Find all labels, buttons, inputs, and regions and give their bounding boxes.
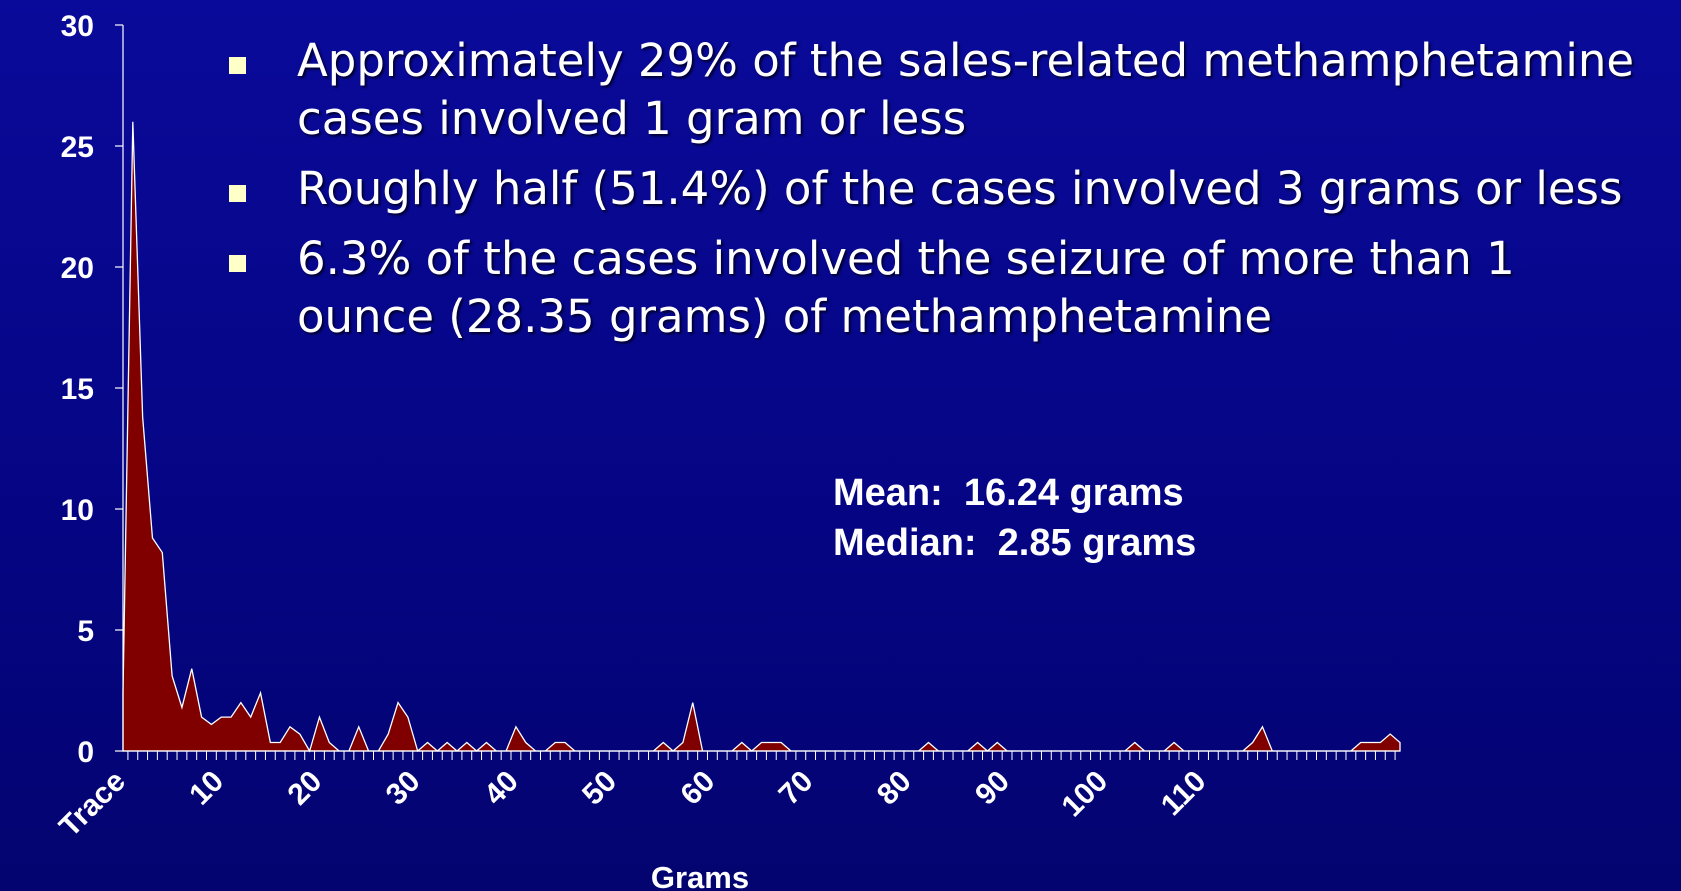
y-tick-label: 10 [61,494,94,527]
x-tick-label: 100 [1056,765,1115,824]
median-stat: Median: 2.85 grams [833,522,1197,564]
square-bullet-icon [229,185,246,202]
bullet-text: 6.3% of the cases involved the seizure o… [297,232,1515,343]
y-tick-label: 15 [61,373,94,406]
x-tick-label: 20 [281,765,328,812]
x-tick-label: 60 [674,765,721,812]
x-tick-label: 10 [183,765,230,812]
y-tick-label: 0 [77,736,94,769]
x-tick-label: 90 [969,765,1016,812]
bullet-item: Approximately 29% of the sales-related m… [225,32,1665,148]
y-tick-label: 30 [61,10,94,43]
bullet-text: Roughly half (51.4%) of the cases involv… [297,162,1623,215]
x-tick-label: 30 [380,765,427,812]
y-tick-label: 20 [61,252,94,285]
bullet-item: 6.3% of the cases involved the seizure o… [225,230,1665,346]
summary-stats: Mean: 16.24 grams Median: 2.85 grams [833,468,1196,568]
x-tick-label: Trace [53,765,132,844]
x-tick-label: 50 [576,765,623,812]
bullet-text: Approximately 29% of the sales-related m… [297,34,1635,145]
y-tick-label: 25 [61,131,94,164]
x-tick-label: 110 [1155,765,1213,823]
mean-stat: Mean: 16.24 grams [833,472,1184,514]
x-tick-label: 40 [478,765,525,812]
square-bullet-icon [229,255,246,272]
x-axis-title: Grams [651,860,749,891]
square-bullet-icon [229,57,246,74]
bullet-list: Approximately 29% of the sales-related m… [225,32,1665,358]
x-tick-label: 70 [773,765,820,812]
bullet-item: Roughly half (51.4%) of the cases involv… [225,160,1665,218]
y-tick-label: 5 [77,615,94,648]
x-tick-label: 80 [871,765,918,812]
